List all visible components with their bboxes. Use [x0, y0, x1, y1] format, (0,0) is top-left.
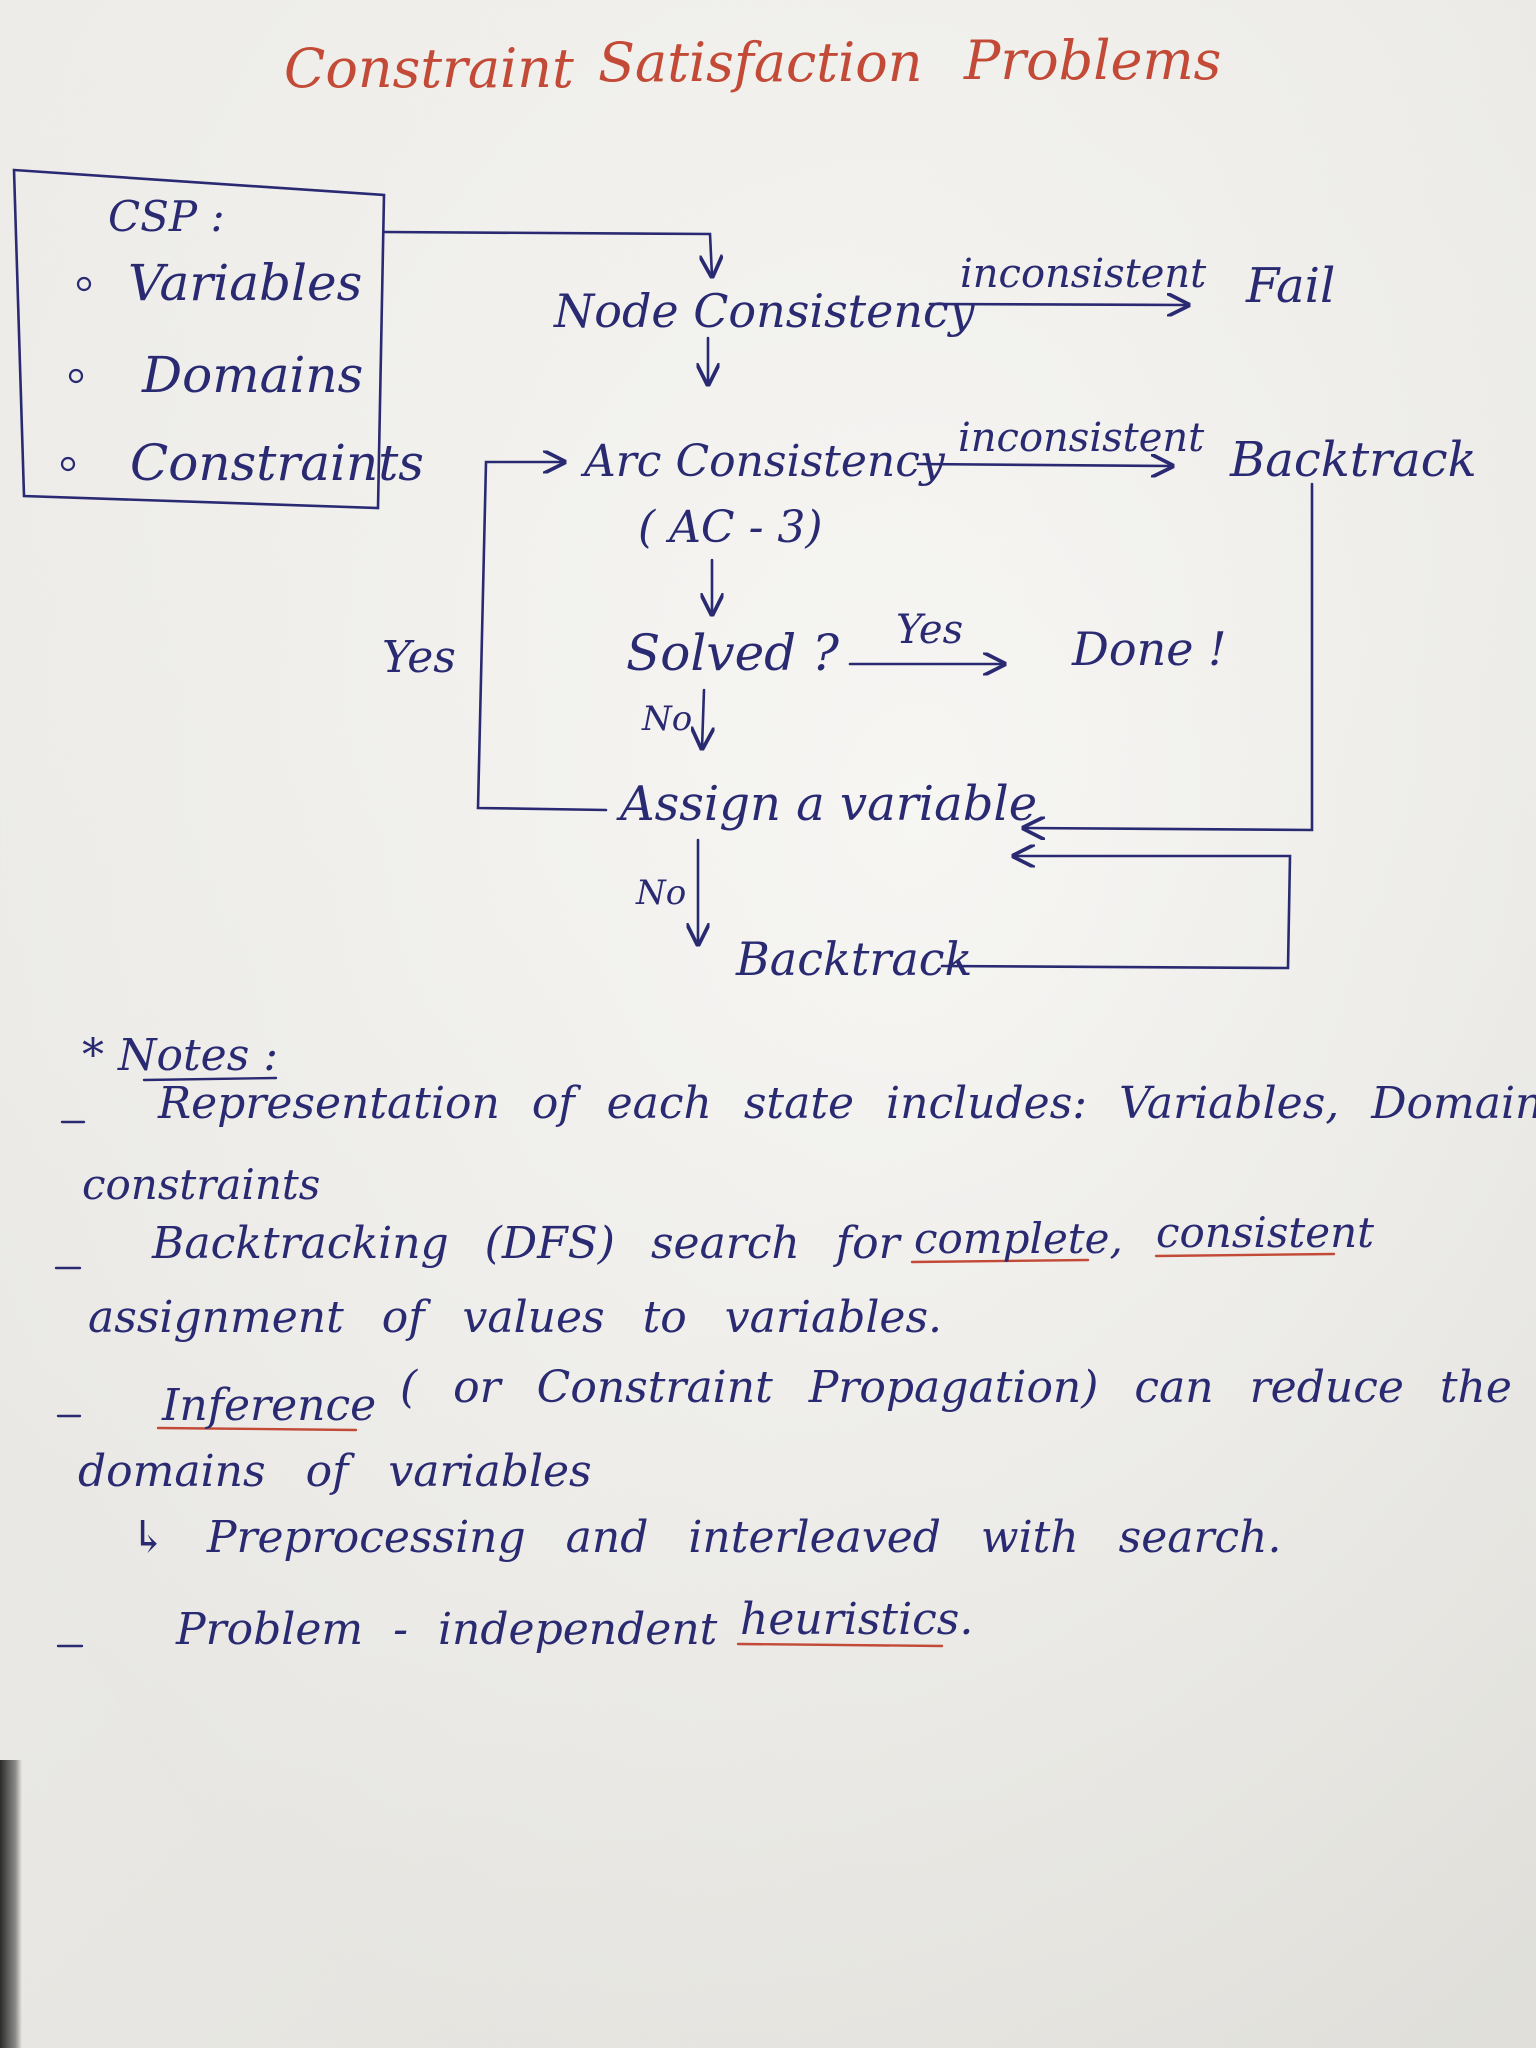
- note-5-heuristics: heuristics.: [740, 1594, 974, 1645]
- done-label: Done !: [1072, 622, 1227, 676]
- note-2-consistent: consistent: [1156, 1208, 1375, 1257]
- bullet-variables: [76, 276, 92, 292]
- yes-right-label: Yes: [896, 607, 964, 653]
- note-5-line: Problem - independent: [176, 1604, 718, 1655]
- node-consistency-label: Node Consistency: [554, 284, 975, 338]
- note-3-line-a: ( or Constraint Propagation) can reduce …: [400, 1362, 1512, 1413]
- page-edge-shadow: [0, 1760, 22, 2048]
- backtrack-bottom-to-assign-arrow: [940, 856, 1292, 970]
- note-2-line-a: Backtracking (DFS) search for: [152, 1218, 900, 1269]
- csp-to-node-arrow: [382, 230, 712, 276]
- solved-label: Solved ?: [626, 624, 839, 682]
- note-1-line-a: Representation of each state includes: V…: [158, 1078, 1536, 1129]
- ac3-label: ( AC - 3): [638, 502, 823, 553]
- assign-variable-label: Assign a variable: [620, 776, 1038, 832]
- underline-consistent: [1154, 1252, 1336, 1258]
- arc-consistency-label: Arc Consistency: [584, 436, 945, 487]
- note-3-line-b: domains of variables: [78, 1446, 592, 1497]
- backtrack-right-to-assign-arrow: [1024, 482, 1314, 830]
- assign-yes-loop-arrow: [476, 462, 608, 812]
- inconsistent-label-1: inconsistent: [960, 251, 1207, 297]
- csp-item-variables: Variables: [128, 254, 363, 312]
- backtrack-bottom-label: Backtrack: [736, 932, 973, 986]
- yes-left-label: Yes: [382, 632, 456, 683]
- inconsistent-label-2: inconsistent: [958, 415, 1205, 461]
- underline-inference: [156, 1426, 358, 1432]
- fail-label: Fail: [1246, 258, 1336, 314]
- node-inconsistent-arrow: [928, 304, 1188, 305]
- bullet-domains: [68, 368, 84, 384]
- notes-heading: * Notes :: [82, 1030, 279, 1081]
- backtrack-right-label: Backtrack: [1230, 432, 1477, 488]
- csp-box-border: [12, 168, 386, 510]
- solved-no-arrow: [702, 688, 704, 748]
- note-4-line: ↳ Preprocessing and interleaved with sea…: [130, 1512, 1282, 1563]
- csp-item-domains: Domains: [142, 346, 364, 404]
- csp-heading: CSP :: [108, 192, 225, 241]
- note-1-line-b: constraints: [82, 1160, 321, 1209]
- title-constraint: Constraint: [284, 37, 574, 100]
- title-problems: Problems: [964, 29, 1222, 92]
- no-label-1: No: [642, 699, 693, 739]
- bullet-constraints: [60, 456, 76, 472]
- underline-complete: [910, 1258, 1090, 1264]
- underline-heuristics: [736, 1642, 944, 1648]
- arc-inconsistent-arrow: [916, 464, 1172, 466]
- csp-item-constraints: Constraints: [130, 434, 424, 492]
- underline-notes: [142, 1076, 278, 1082]
- title-satisfaction: Satisfaction: [598, 31, 923, 94]
- note-2-line-b: assignment of values to variables.: [88, 1292, 943, 1343]
- no-label-2: No: [636, 873, 687, 913]
- note-2-complete: complete,: [914, 1214, 1123, 1263]
- note-3-inference: Inference: [162, 1380, 377, 1431]
